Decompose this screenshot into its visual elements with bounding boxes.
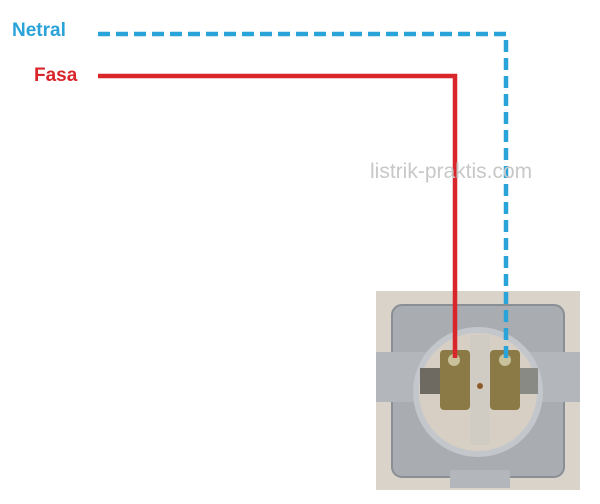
phase-wire — [98, 73, 458, 358]
socket-photo — [376, 291, 580, 490]
neutral-label: Netral — [12, 20, 66, 41]
phase-label: Fasa — [34, 65, 78, 86]
neutral-wire — [98, 31, 509, 358]
watermark: listrik-praktis.com — [370, 160, 533, 183]
